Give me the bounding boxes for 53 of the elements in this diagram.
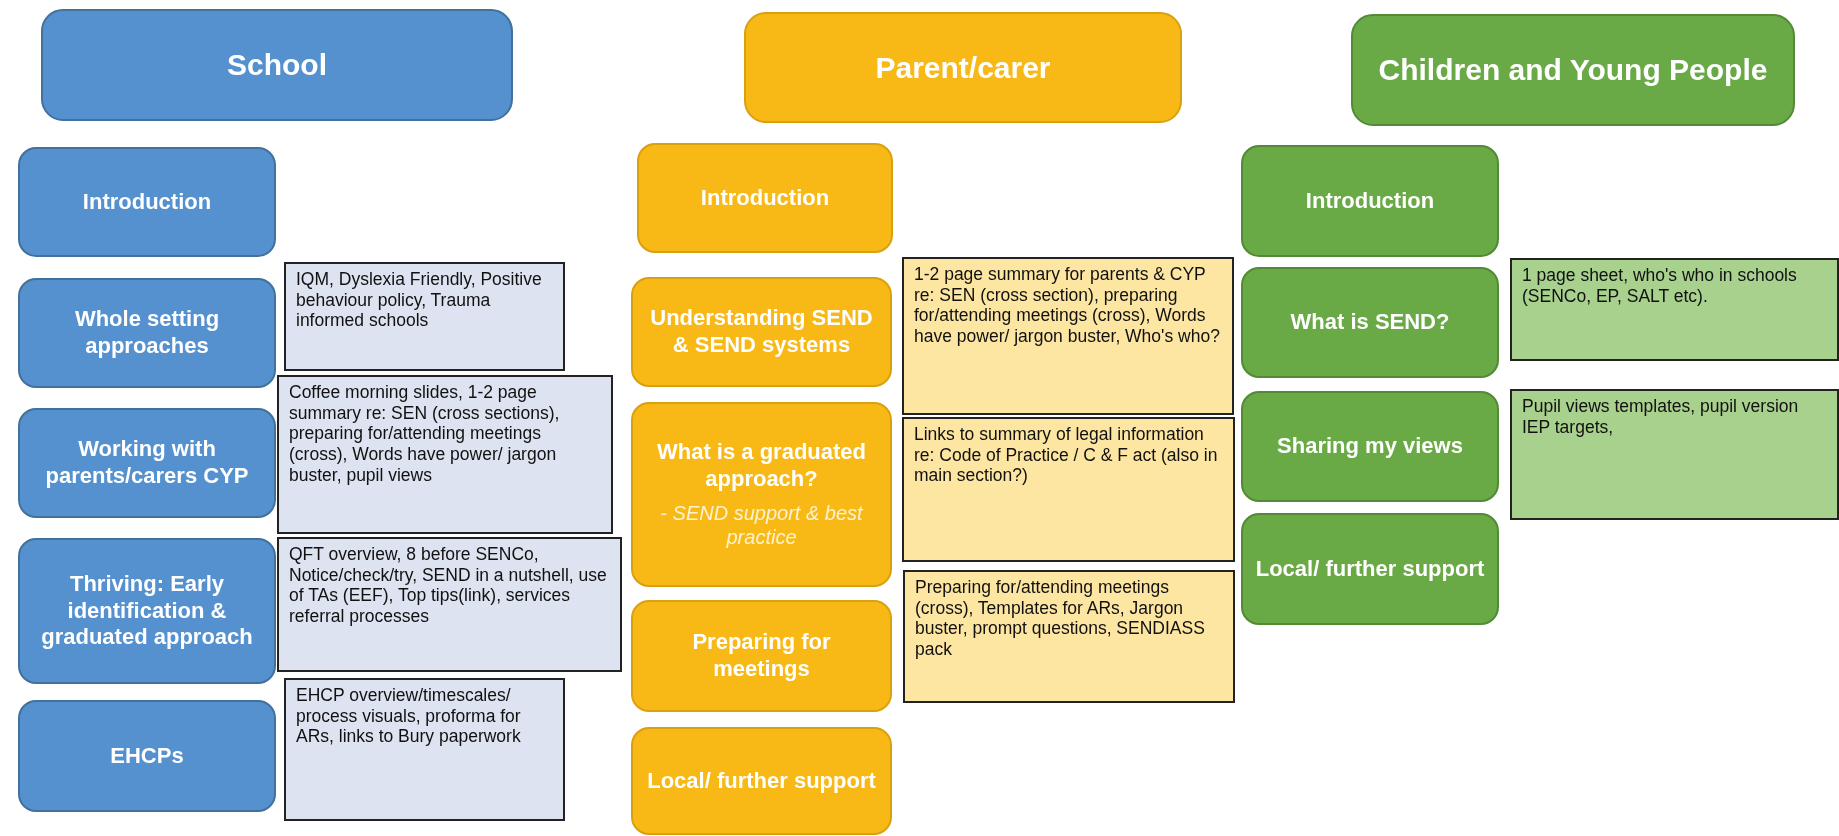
note-box	[277, 375, 613, 534]
title-text: Children and Young People	[1378, 52, 1768, 89]
title-text: Introduction	[1305, 187, 1435, 215]
column-header	[744, 12, 1182, 123]
note-text: 1-2 page summary for parents & CYP re: SEN (cross section), preparing for/attending meetings (cross), Words have power/ jargon buster, Who's who?	[914, 264, 1221, 347]
section-box	[1241, 267, 1499, 378]
note-box	[902, 417, 1235, 562]
title-text: EHCPs	[110, 742, 184, 770]
title-text: What is SEND?	[1290, 309, 1450, 336]
title-text: Introduction	[82, 188, 212, 216]
note-box	[902, 257, 1234, 415]
note-box	[1510, 258, 1839, 361]
title-text: Working with parents/carers CYP	[44, 436, 250, 490]
title-text: Thriving: Early identification & graduated approach	[40, 570, 254, 652]
section-box	[18, 147, 276, 257]
section-box	[631, 277, 892, 387]
section-box	[631, 600, 892, 712]
note-text: QFT overview, 8 before SENCo, Notice/check/try, SEND in a nutshell, use of TAs (EEF), Top tips(link), services referral processes	[289, 544, 608, 627]
title-text: Whole setting approaches	[73, 306, 221, 360]
note-box	[284, 678, 565, 821]
section-box	[1241, 513, 1499, 625]
note-box	[1510, 389, 1839, 520]
note-box	[903, 570, 1235, 703]
note-text: Pupil views templates, pupil version IEP targets,	[1522, 396, 1800, 438]
note-box	[284, 262, 565, 371]
title-text: Local/ further support	[647, 767, 876, 795]
title-text: Understanding SEND & SEND systems	[649, 305, 874, 359]
note-text: Coffee morning slides, 1-2 page summary re: SEN (cross sections), preparing for/attending meetings (cross), Words have power/ jargon buster, pupil views	[289, 382, 561, 486]
subtitle-text: - SEND support & best practice	[659, 500, 864, 550]
note-text: IQM, Dyslexia Friendly, Positive behaviour policy, Trauma informed schools	[296, 269, 543, 331]
section-box	[18, 278, 276, 388]
title-text: School	[227, 47, 327, 84]
title-text: Preparing for meetings	[691, 629, 832, 683]
section-box	[18, 408, 276, 518]
note-box	[277, 537, 622, 672]
note-text: Preparing for/attending meetings (cross), Templates for ARs, Jargon buster, prompt questions, SENDIASS pack	[915, 577, 1206, 660]
section-box	[18, 700, 276, 812]
note-text: EHCP overview/timescales/ process visuals, proforma for ARs, links to Bury paperwork	[296, 685, 522, 747]
title-text: Local/ further support	[1255, 555, 1485, 583]
section-box	[637, 143, 893, 253]
section-box	[631, 727, 892, 835]
title-text: Parent/carer	[875, 49, 1051, 86]
title-text: What is a graduated approach?	[655, 439, 867, 493]
column-header	[41, 9, 513, 121]
section-box	[631, 402, 892, 587]
title-text: Introduction	[700, 184, 830, 212]
note-text: Links to summary of legal information re: Code of Practice / C & F act (also in main section?)	[914, 424, 1219, 486]
note-text: 1 page sheet, who's who in schools (SENCo, EP, SALT etc).	[1522, 265, 1798, 307]
title-text: Sharing my views	[1277, 433, 1463, 460]
section-box	[18, 538, 276, 684]
column-header	[1351, 14, 1795, 126]
section-box	[1241, 391, 1499, 502]
section-box	[1241, 145, 1499, 257]
